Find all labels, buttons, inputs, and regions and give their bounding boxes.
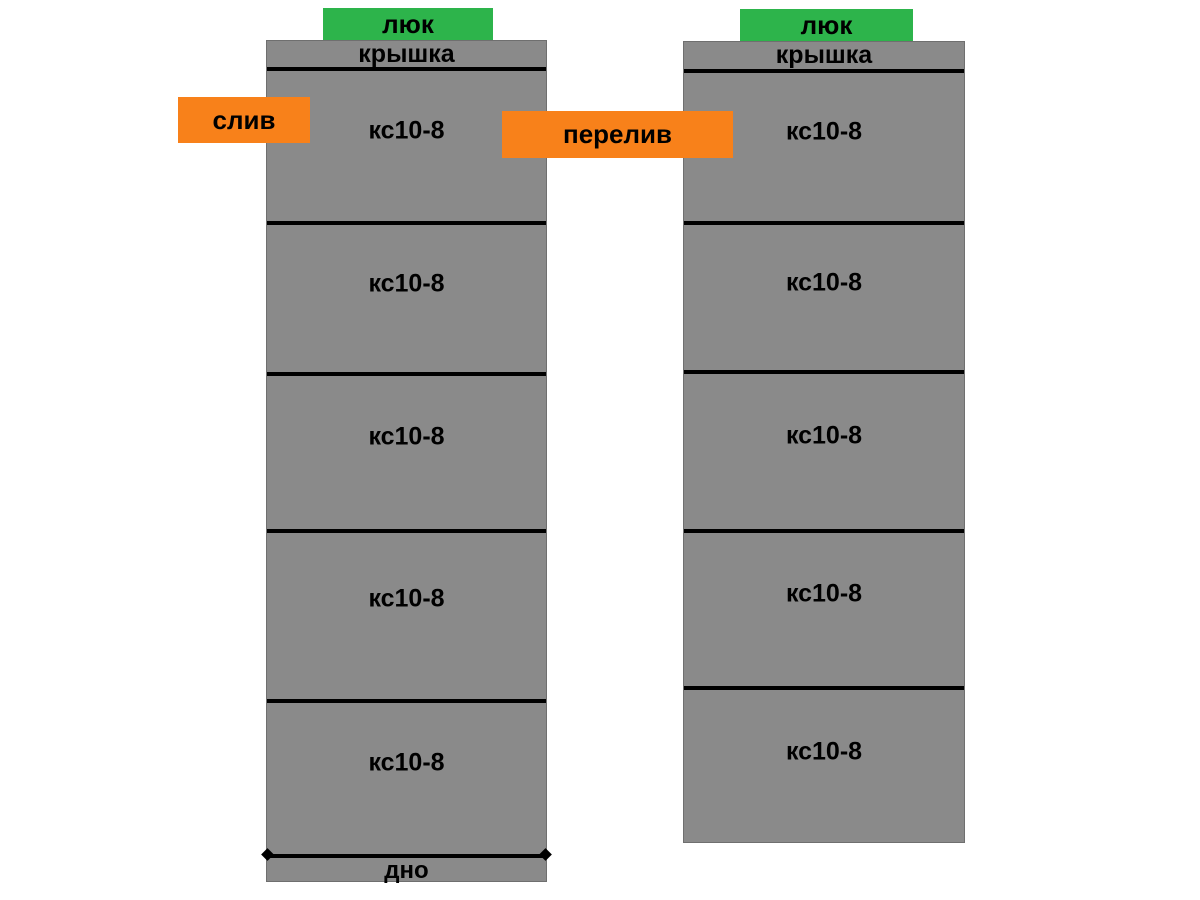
drain-tab: слив [178,97,310,143]
ring-label: кс10-8 [785,268,863,297]
cover-band: крышка [267,41,546,71]
ring-section: кс10-8 [267,225,546,376]
ring-section: кс10-8 [267,703,546,858]
cover-band: крышка [684,42,964,73]
overflow-label: перелив [563,119,672,149]
ring-label: кс10-8 [785,579,863,608]
ring-section: кс10-8 [684,225,964,374]
drain-label: слив [212,104,276,135]
overflow-tab: перелив [502,111,733,158]
tank-right: крышка кс10-8 кс10-8 кс10-8 кс10-8 кс10-… [683,41,965,843]
ring-section: кс10-8 [684,533,964,690]
ring-label: кс10-8 [785,737,863,766]
tank-left: крышка кс10-8 кс10-8 кс10-8 кс10-8 кс10-… [261,40,552,884]
ring-section: кс10-8 [267,533,546,703]
ring-section: кс10-8 [684,73,964,225]
ring-label: кс10-8 [785,421,863,450]
ring-label: кс10-8 [368,748,445,777]
hatch-label: люк [800,9,853,40]
hatch-label: люк [382,8,434,39]
ring-label: кс10-8 [785,117,863,146]
ring-section: кс10-8 [267,376,546,533]
ring-label: кс10-8 [368,116,445,145]
hatch-tab-right: люк [740,9,913,41]
bottom-band: дно [384,856,429,884]
ring-label: кс10-8 [368,269,445,298]
ring-section: кс10-8 [684,690,964,844]
hatch-tab-left: люк [323,8,493,40]
ring-label: кс10-8 [368,422,445,451]
ring-section: кс10-8 [684,374,964,533]
ring-label: кс10-8 [368,584,445,613]
ring-section: кс10-8 [267,71,546,225]
